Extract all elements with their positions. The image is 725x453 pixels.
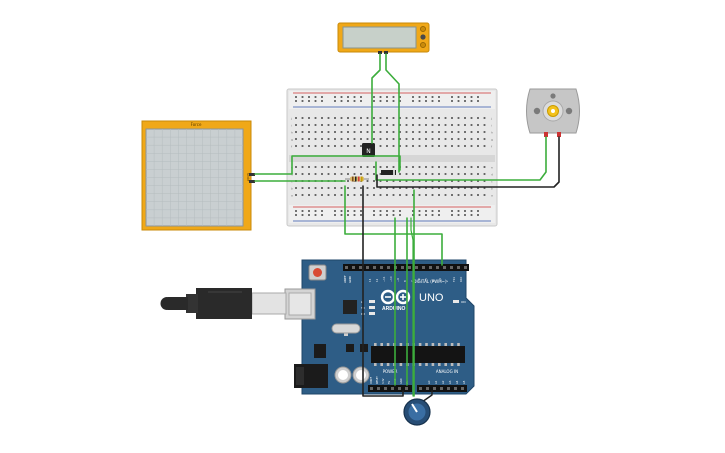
power-pin-label: 5V xyxy=(388,380,391,384)
wire-pot-analog[interactable] xyxy=(421,390,433,403)
digital-pin-label: RX0 xyxy=(459,276,463,282)
wire-lcd-right[interactable] xyxy=(385,53,400,173)
analog-header-label: ANALOG IN xyxy=(436,369,458,374)
digital-pin-label: 2 xyxy=(445,280,449,282)
power-analog-header-pins xyxy=(370,387,464,390)
transistor-label: N xyxy=(366,148,371,155)
breadboard-row-letter: b xyxy=(291,187,293,191)
breadboard-row-letter: g xyxy=(291,138,293,142)
digital-header-label: DIGITAL (PWM~) xyxy=(413,279,447,284)
breadboard-row-letter: e xyxy=(491,166,493,170)
power-pin-label: RESET xyxy=(376,376,379,384)
wire-gnd-black[interactable] xyxy=(362,185,404,397)
analog-pin-label: A3 xyxy=(448,380,452,384)
l-led-label: L xyxy=(361,300,363,304)
digital-pin-label: ~6 xyxy=(417,278,421,282)
potentiometer[interactable] xyxy=(403,398,431,426)
analog-pin-label: A2 xyxy=(441,380,445,384)
breadboard-row-letter: i xyxy=(491,124,492,128)
sensor-grid xyxy=(146,129,243,226)
breadboard-row-letter: d xyxy=(491,173,493,177)
digital-pin-label: ~5 xyxy=(424,278,428,282)
breadboard-row-letter: b xyxy=(491,187,493,191)
dc-motor[interactable] xyxy=(526,88,580,137)
wire-lcd-left[interactable] xyxy=(371,53,381,144)
power-pin-label: 3.3V xyxy=(382,378,385,384)
arduino-model-label: UNO xyxy=(419,292,444,304)
analog-pin-label: A4 xyxy=(455,380,459,384)
power-pin-label: GND xyxy=(400,378,403,384)
digital-pin-label: 8 xyxy=(403,280,407,282)
gnd-label: GND xyxy=(348,275,352,283)
digital-pin-label: ~10 xyxy=(389,276,393,282)
lcd-display[interactable] xyxy=(337,22,430,54)
wire-pot-right[interactable] xyxy=(410,217,414,397)
digital-pin-label: ~3 xyxy=(438,278,442,282)
power-header-label: POWER xyxy=(383,369,398,374)
wire-digital-pin[interactable] xyxy=(344,185,443,266)
digital-pin-label: TX1 xyxy=(452,277,456,282)
breadboard-row-letter: a xyxy=(491,194,493,198)
breadboard-row-letter: c xyxy=(491,180,493,184)
wire-motor-green[interactable] xyxy=(375,136,547,181)
breadboard-row-letter: h xyxy=(491,131,493,135)
digital-pin-label: 4 xyxy=(431,280,435,282)
analog-pin-label: A5 xyxy=(462,380,466,384)
digital-pin-label: 13 xyxy=(368,278,372,282)
arduino-logo-icon xyxy=(380,289,411,305)
arduino-uno-board[interactable]: UNO ARDUINO DIGITAL (PWM~) AREF GND POWE… xyxy=(284,259,475,395)
npn-transistor[interactable]: N xyxy=(362,143,375,157)
breadboard-row-letter: f xyxy=(491,145,493,149)
analog-pin-label: A0 xyxy=(427,380,431,384)
power-pin-label: IOREF xyxy=(370,376,373,384)
digital-pin-label: 7 xyxy=(410,280,414,282)
analog-pin-label: A1 xyxy=(434,380,438,384)
sensor-side-label: Slide xyxy=(246,173,250,182)
usb-cable[interactable] xyxy=(160,288,287,319)
wire-motor-black[interactable] xyxy=(376,136,560,188)
breadboard-row-letter: i xyxy=(291,124,292,128)
breadboard-holes xyxy=(295,96,486,216)
digital-pin-label: ~9 xyxy=(396,278,400,282)
breadboard-row-letter: a xyxy=(291,194,293,198)
wire-sensor-top[interactable] xyxy=(254,155,401,175)
aref-label: AREF xyxy=(343,275,347,283)
force-sensor-pad[interactable]: Force Slide xyxy=(141,120,255,231)
wires xyxy=(254,53,560,403)
resistor[interactable] xyxy=(345,176,369,182)
on-led-label: ON xyxy=(461,300,466,304)
breadboard-row-letter: f xyxy=(291,145,293,149)
breadboard-row-letter: j xyxy=(490,117,492,121)
breadboard-row-letter: g xyxy=(491,138,493,142)
diode[interactable] xyxy=(381,170,396,175)
breadboard-row-letter: j xyxy=(290,117,292,121)
sensor-top-label: Force xyxy=(191,122,202,127)
breadboard-row-letter: h xyxy=(291,131,293,135)
arduino-brand-label: ARDUINO xyxy=(382,306,405,312)
digital-pin-label: 12 xyxy=(375,278,379,282)
digital-pin-label: ~11 xyxy=(382,276,386,282)
